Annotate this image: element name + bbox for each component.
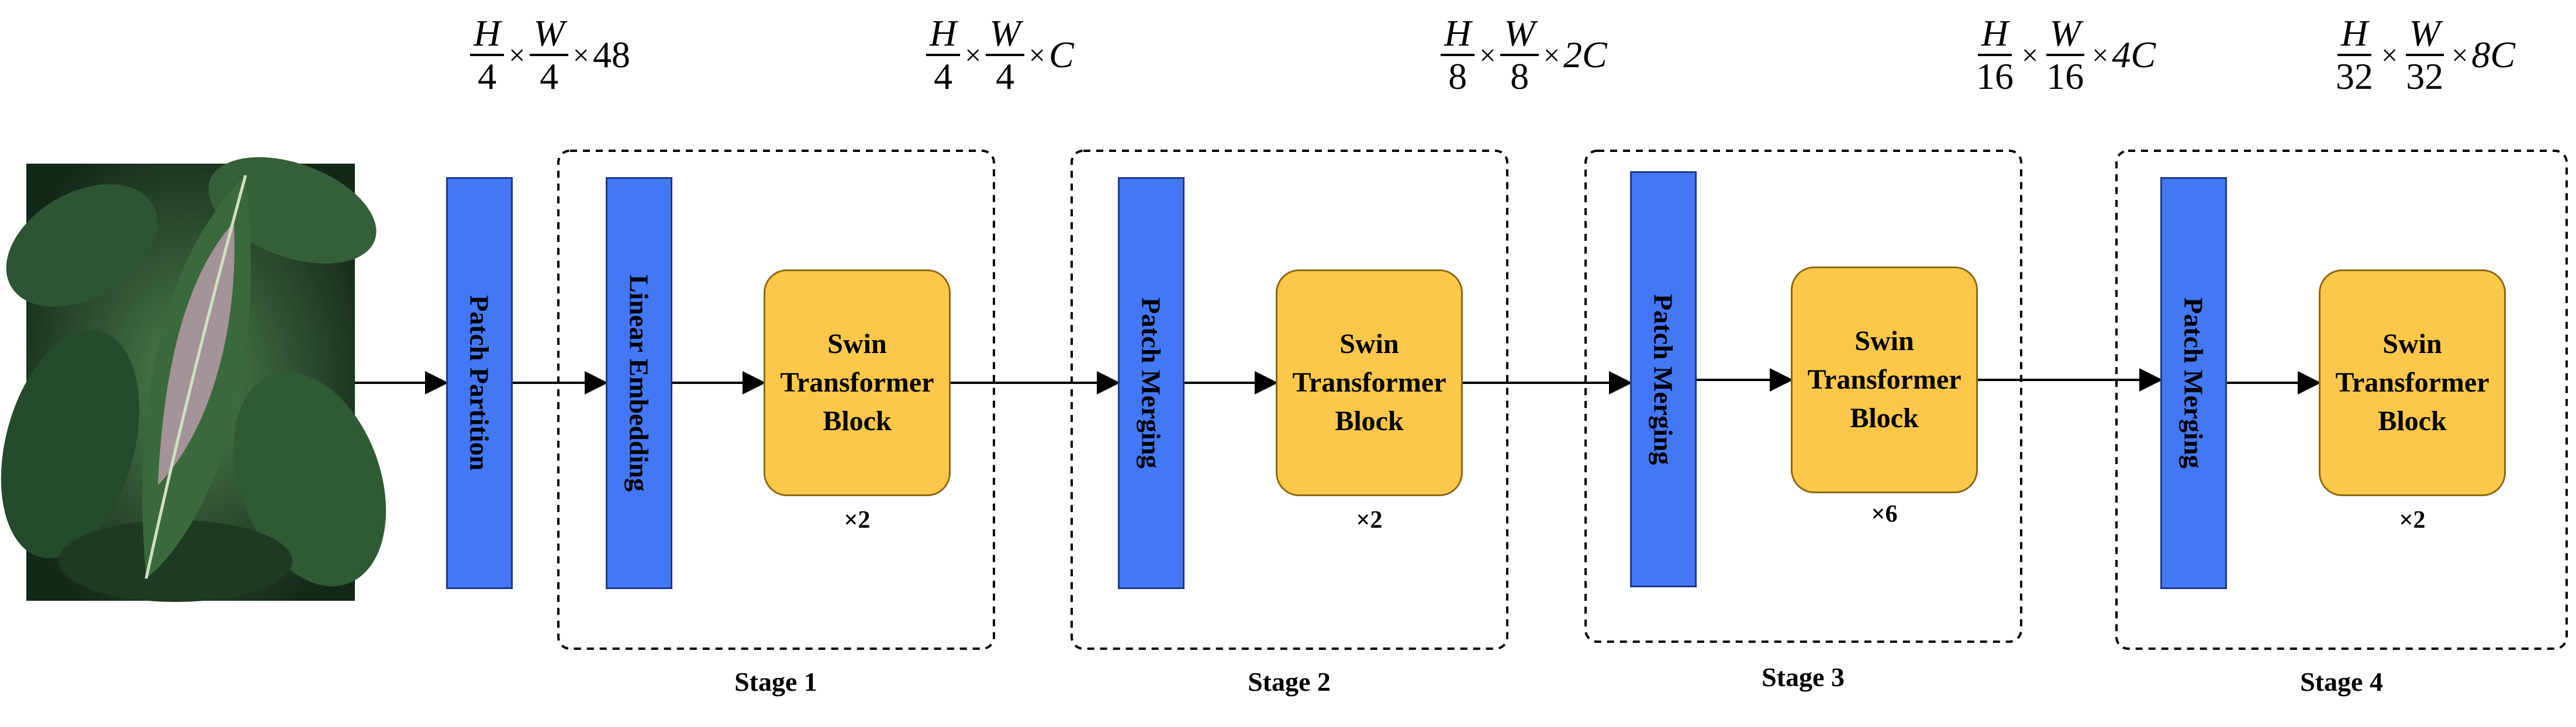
stage-2-box [1071, 150, 1508, 650]
input-leaf-image [1, 157, 386, 602]
flow-arrows [355, 368, 2321, 394]
stage-4-box [2115, 150, 2568, 650]
stage-1-box [557, 150, 995, 650]
stage-3-box [1584, 150, 2022, 643]
